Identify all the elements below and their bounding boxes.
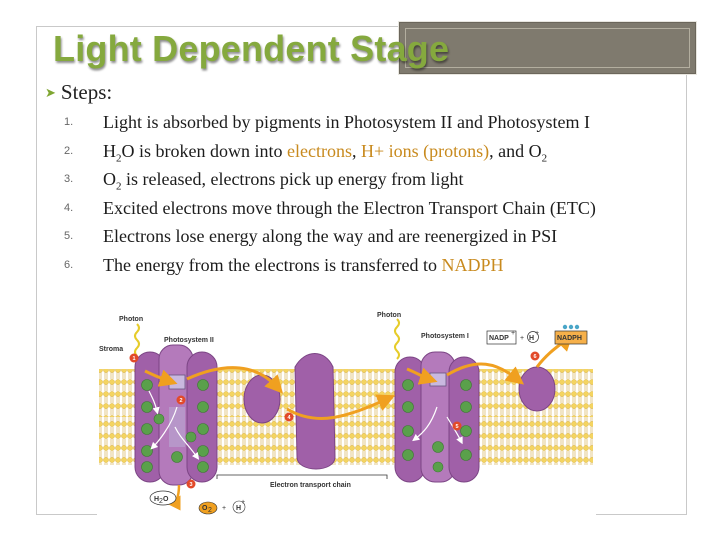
step-text: O2 is released, electrons pick up energy… (103, 169, 464, 193)
step-number: 3. (64, 173, 74, 186)
text-run: The energy from the electrons is transfe… (103, 254, 442, 275)
highlighted-term: NADPH (441, 254, 504, 275)
text-run: is released, electrons pick up energy fr… (121, 169, 464, 190)
etc-label: Electron transport chain (270, 482, 351, 489)
text-run: O is broken down into (121, 140, 287, 161)
step-item-3: 3. O2 is released, electrons pick up ener… (64, 169, 684, 198)
photosystem-i-label: Photosystem I (421, 333, 469, 340)
step-item-6: 6. The energy from the electrons is trans… (64, 255, 684, 284)
photon-label-right: Photon (377, 312, 401, 319)
nadp-charge: + (511, 330, 515, 337)
h-ion-label: H (529, 335, 534, 342)
step-text: Excited electrons move through the Elect… (103, 198, 596, 219)
subscript: 2 (116, 180, 122, 193)
plus-sign-2: + (222, 505, 226, 512)
highlighted-term: electrons (287, 140, 352, 161)
nadph-label: NADPH (557, 335, 582, 342)
step-number: 6. (64, 258, 74, 271)
step-text: The energy from the electrons is transfe… (103, 255, 504, 276)
photosynthesis-diagram: 1 2 3 4 5 6 NADP + + H + NADPH Photon Ph (97, 307, 596, 522)
step-item-1: 1. Light is absorbed by pigments in Photo… (64, 112, 684, 141)
step-text: Light is absorbed by pigments in Photosy… (103, 112, 590, 133)
text-run: , (351, 140, 361, 161)
oxygen-sub: 2 (208, 507, 212, 514)
step-item-2: 2.H2O is broken down into electrons, H+ … (64, 141, 684, 170)
oxygen-o: O (202, 505, 208, 512)
nadp-reaction: NADP + + H + NADPH (486, 324, 588, 345)
step-number: 2. (64, 144, 74, 157)
h-ion-bottom: H (236, 505, 241, 512)
photosystem-ii-label: Photosystem II (164, 337, 214, 344)
stroma-label: Stroma (99, 346, 123, 353)
text-run: , and O (489, 140, 542, 161)
etc-bracket: Electron transport chain (216, 474, 388, 489)
step-text: H2O is broken down into electrons, H+ io… (103, 141, 547, 165)
nadp-label: NADP (489, 335, 509, 342)
step-number: 1. (64, 116, 74, 128)
text-run: H (103, 140, 116, 161)
step-marker-2: 2 (179, 398, 182, 404)
h-ion-bottom-charge: + (241, 499, 245, 506)
step-marker-4: 4 (287, 415, 291, 421)
text-run: Electrons lose energy along the way and … (103, 226, 558, 247)
step-marker-3: 3 (189, 482, 192, 488)
steps-heading: ➤ Steps: (45, 80, 112, 105)
highlighted-term: H+ ions (protons) (360, 140, 490, 161)
water-h: H (154, 496, 159, 503)
step-marker-6: 6 (533, 354, 536, 360)
h-ion-charge: + (535, 330, 539, 337)
step-number: 4. (64, 201, 74, 214)
steps-list: 1. Light is absorbed by pigments in Photo… (64, 112, 684, 284)
text-run: O (103, 169, 116, 190)
subscript: 2 (116, 152, 122, 165)
subscript: 2 (541, 152, 548, 165)
bullet-arrow-icon: ➤ (45, 84, 56, 100)
photon-wave-icons (134, 318, 400, 360)
step-marker-1: 1 (132, 356, 135, 362)
step-number: 5. (64, 230, 74, 243)
water-o: O (163, 496, 169, 503)
title-accent-box (398, 21, 697, 75)
step-item-5: 5. Electrons lose energy along the way an… (64, 226, 684, 255)
photon-label-left: Photon (119, 316, 143, 323)
step-marker-5: 5 (455, 424, 458, 430)
water-oxygen-products: H 2 O O 2 + H + (149, 490, 246, 515)
plus-sign-1: + (520, 335, 524, 342)
text-run: Light is absorbed by pigments in Photosy… (103, 112, 590, 132)
slide-title: Light Dependent Stage (53, 28, 450, 69)
water-sub: 2 (159, 498, 163, 505)
photosystem-ii-complex (134, 344, 218, 486)
step-markers: 1 2 3 4 5 6 (129, 351, 540, 489)
steps-heading-text: Steps: (60, 80, 113, 104)
step-item-4: 4. Excited electrons move through the Ele… (64, 198, 684, 227)
step-text: Electrons lose energy along the way and … (103, 226, 557, 247)
water-split-arrow (165, 484, 181, 511)
text-run: Excited electrons move through the Elect… (103, 197, 596, 218)
